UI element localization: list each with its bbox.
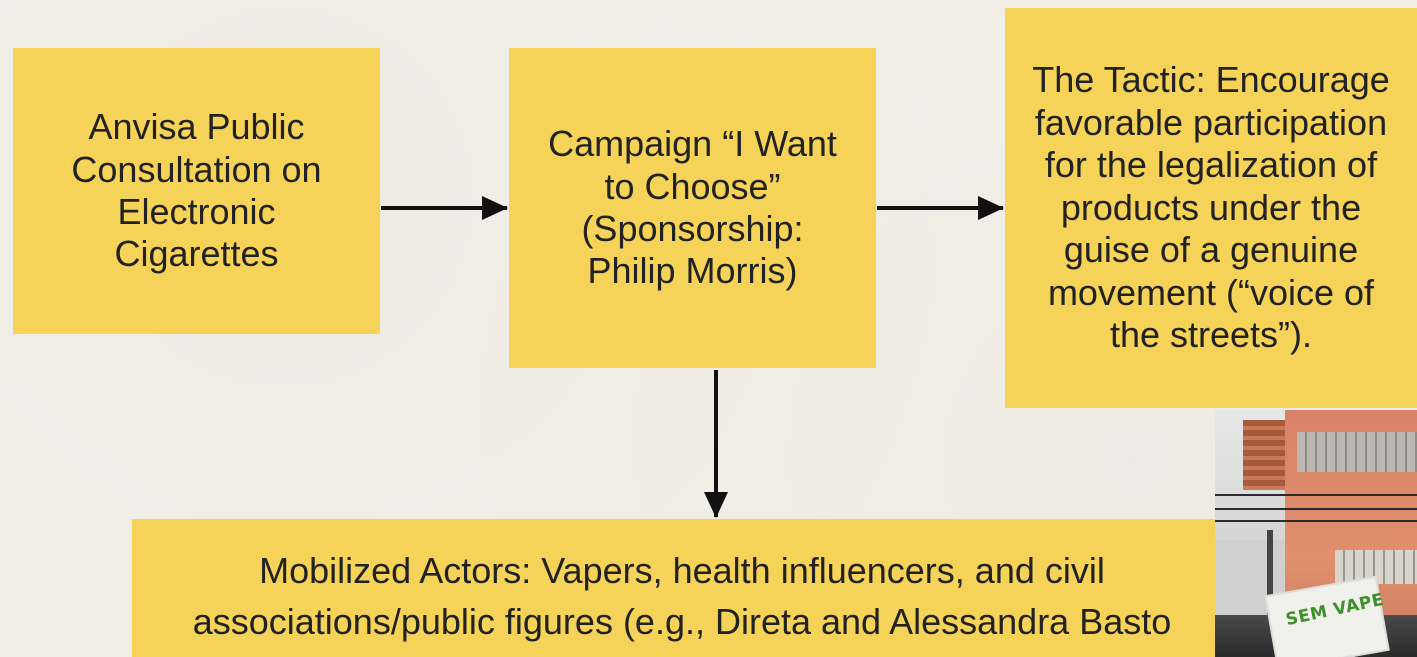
box-the-tactic: The Tactic: Encourage favorable particip… [1005,8,1417,408]
box-anvisa-consultation: Anvisa Public Consultation on Electronic… [13,48,380,334]
photo-power-wire [1215,508,1417,510]
box-campaign-i-want-to-choose: Campaign “I Want to Choose” (Sponsorship… [509,48,876,368]
photo-window-band [1297,432,1417,472]
photo-power-wire [1215,520,1417,522]
protest-photo: SEM VAPE [1215,410,1417,657]
box-anvisa-consultation-text: Anvisa Public Consultation on Electronic… [71,106,322,275]
box-mobilized-actors: Mobilized Actors: Vapers, health influen… [132,519,1232,657]
box-mobilized-actors-text: Mobilized Actors: Vapers, health influen… [192,550,1172,643]
photo-power-wire [1215,494,1417,496]
box-campaign-text: Campaign “I Want to Choose” (Sponsorship… [548,123,837,292]
box-the-tactic-text: The Tactic: Encourage favorable particip… [1032,59,1390,356]
